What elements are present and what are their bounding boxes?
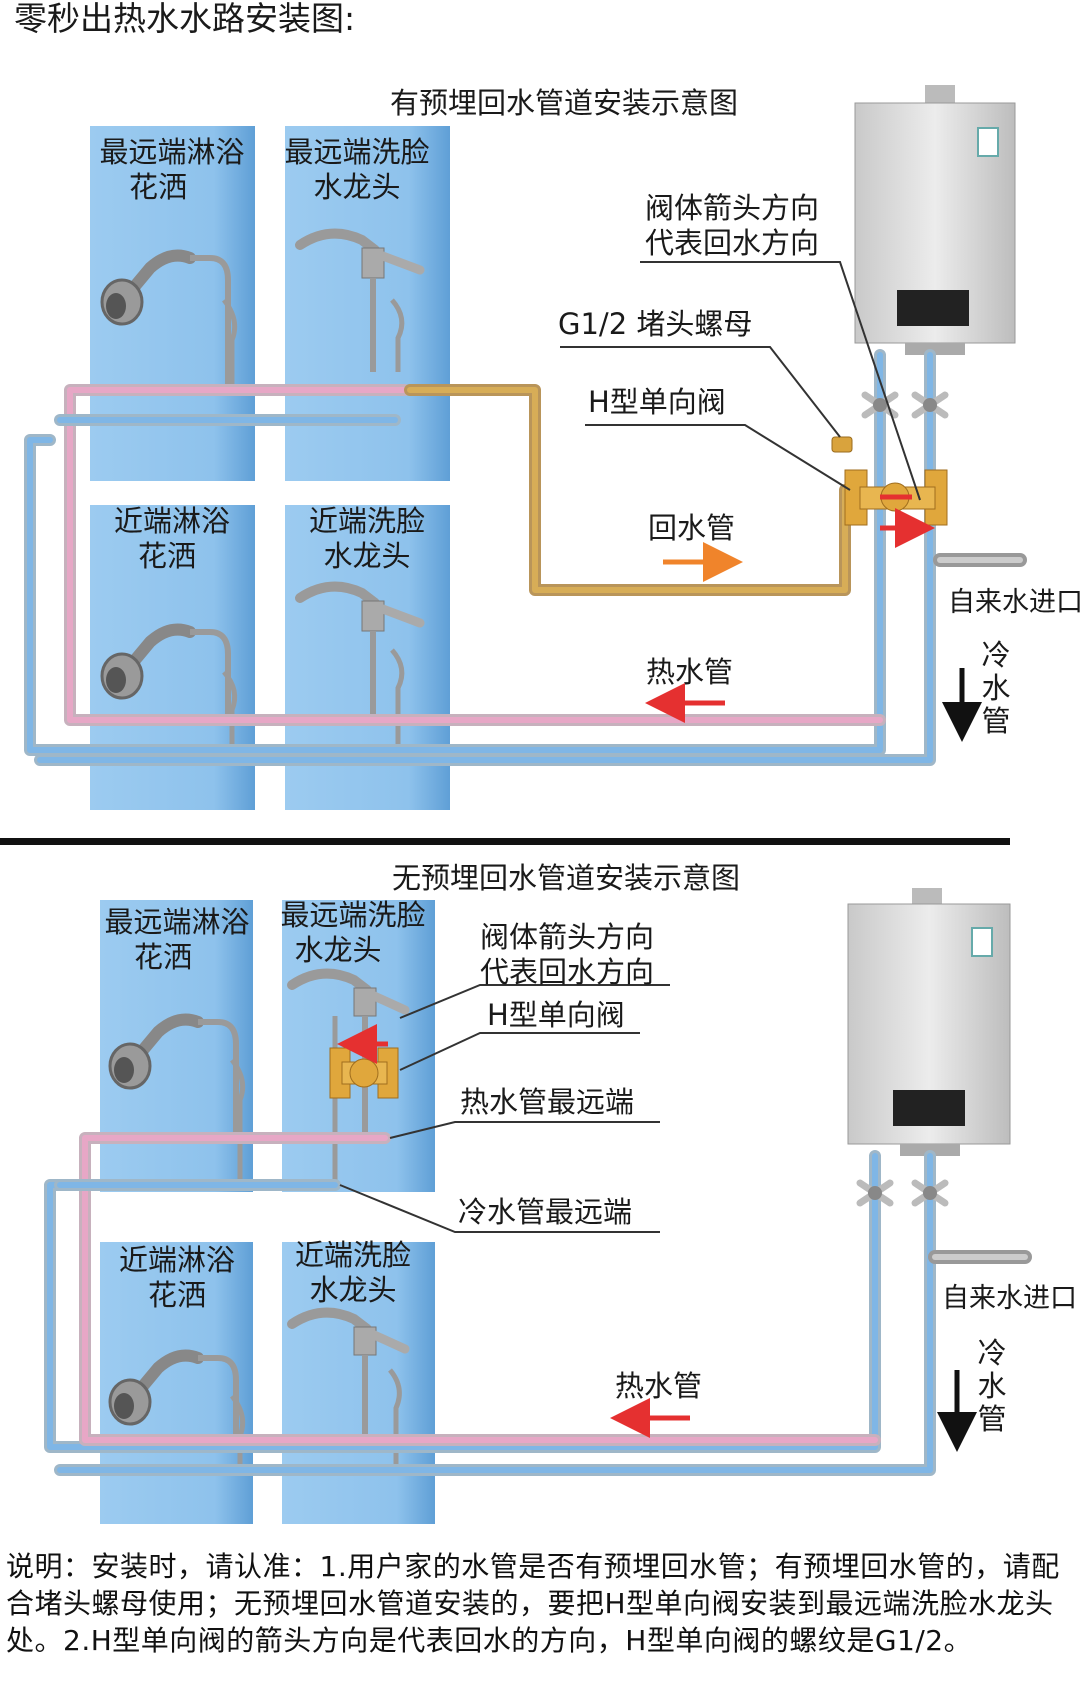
- top-diagram: 有预埋回水管道安装示意图 最远端淋浴 花洒 最远端洗脸 水龙头 近端淋浴 花洒 …: [24, 85, 1080, 810]
- installation-note: 说明：安装时，请认准：1.用户家的水管是否有预埋回水管；有预埋回水管的，请配合堵…: [6, 1550, 1060, 1657]
- h-check-valve: [844, 469, 948, 526]
- label-far-faucet-2: 水龙头: [294, 933, 381, 967]
- pipes-bottom: [44, 1132, 1032, 1476]
- label-near-faucet-2: 水龙头: [309, 1273, 396, 1307]
- cold-pipe-label-top-1: 冷: [981, 638, 1010, 672]
- label-near-shower-2: 花洒: [148, 1278, 206, 1312]
- callout-check-valve: H型单向阀: [588, 385, 726, 419]
- label-near-shower-1: 近端淋浴: [114, 504, 230, 538]
- label-far-faucet-1: 最远端洗脸: [284, 135, 429, 169]
- inlet-label-bottom: 自来水进口: [942, 1283, 1077, 1314]
- callout-cold-far-end: 冷水管最远端: [458, 1195, 632, 1229]
- label-near-faucet-2: 水龙头: [323, 539, 410, 573]
- faucet-icon: [295, 581, 425, 752]
- callout-hot-far-end: 热水管最远端: [460, 1085, 634, 1119]
- page-title: 零秒出热水水路安装图:: [14, 0, 355, 38]
- label-near-faucet-1: 近端洗脸: [309, 504, 425, 538]
- faucet-icon: [287, 1307, 410, 1472]
- hot-pipe-label-bottom: 热水管: [615, 1369, 702, 1403]
- display-panel: [893, 1090, 965, 1126]
- callout-lines-bottom: [339, 984, 670, 1233]
- shower-head-icon: [108, 1013, 246, 1180]
- angle-valve-icon: [911, 391, 949, 419]
- label-far-faucet-2: 水龙头: [313, 170, 400, 204]
- callout-plug-nut: G1/2 堵头螺母: [558, 307, 752, 341]
- label-near-shower-1: 近端淋浴: [119, 1243, 235, 1277]
- inlet-label-top: 自来水进口: [948, 587, 1080, 618]
- callout-arrow-meaning-1: 阀体箭头方向: [645, 191, 819, 225]
- label-far-shower-1: 最远端淋浴: [99, 135, 244, 169]
- water-heater: [847, 888, 1011, 1156]
- cold-pipe-label-top-3: 管: [981, 704, 1010, 738]
- label-near-faucet-1: 近端洗脸: [295, 1238, 411, 1272]
- hot-pipe-label-top: 热水管: [646, 655, 733, 689]
- callout-arrow-meaning-2: 代表回水方向: [645, 226, 819, 260]
- bottom-title: 无预埋回水管道安装示意图: [392, 861, 740, 895]
- callout-lines-top: [560, 261, 921, 501]
- energy-label-icon: [977, 127, 999, 157]
- display-panel: [897, 290, 969, 326]
- callout-arrow-meaning-2: 代表回水方向: [480, 955, 654, 989]
- water-heater: [854, 85, 1016, 355]
- panel-near-faucet: [282, 1242, 435, 1524]
- label-far-faucet-1: 最远端洗脸: [280, 898, 425, 932]
- return-pipe-label: 回水管: [648, 511, 735, 545]
- energy-label-icon: [971, 927, 993, 957]
- cold-pipe-label-top-2: 水: [981, 671, 1010, 705]
- angle-valve-icon: [856, 1179, 894, 1207]
- callout-arrow-meaning-1: 阀体箭头方向: [480, 920, 654, 954]
- label-near-shower-2: 花洒: [138, 539, 196, 573]
- bottom-diagram: 无预埋回水管道安装示意图 最远端淋浴 花洒 最远端洗脸 水龙头 近端淋浴 花洒 …: [44, 861, 1077, 1524]
- shower-head-icon: [100, 623, 238, 752]
- cold-pipe-label-bottom-3: 管: [977, 1402, 1006, 1436]
- faucet-icon: [295, 228, 425, 372]
- label-far-shower-2: 花洒: [129, 170, 187, 204]
- section-divider: [0, 838, 1010, 845]
- cold-pipe-label-bottom-2: 水: [977, 1369, 1006, 1403]
- plug-nut-icon: [831, 436, 853, 453]
- label-far-shower-2: 花洒: [134, 940, 192, 974]
- top-title: 有预埋回水管道安装示意图: [390, 86, 738, 120]
- cold-pipe-label-bottom-1: 冷: [977, 1336, 1006, 1370]
- shower-head-icon: [100, 249, 238, 390]
- label-far-shower-1: 最远端淋浴: [104, 905, 249, 939]
- angle-valve-icon: [911, 1179, 949, 1207]
- callout-check-valve: H型单向阀: [487, 998, 625, 1032]
